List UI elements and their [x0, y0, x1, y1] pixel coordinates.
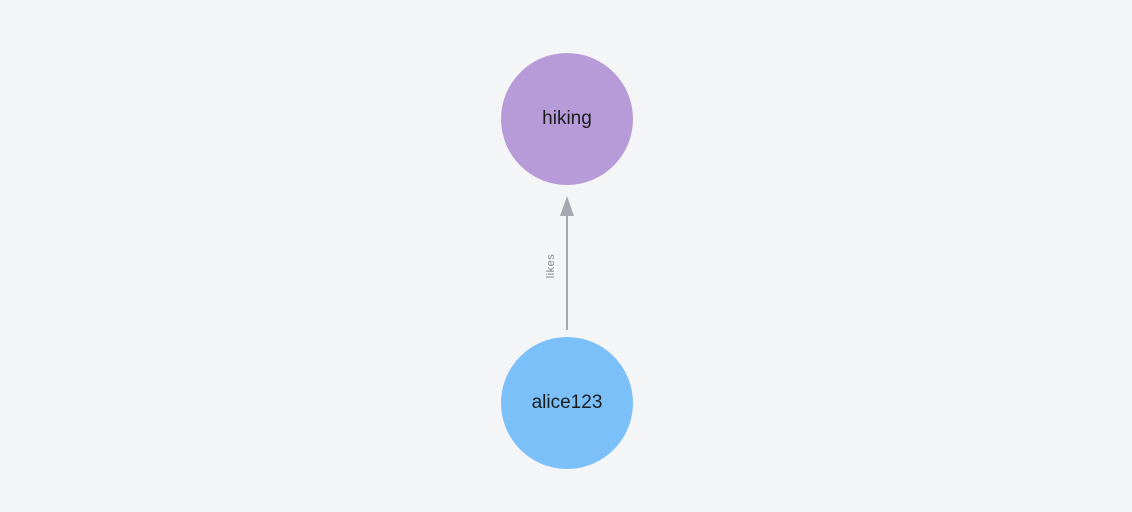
node-hiking[interactable]: hiking [501, 53, 633, 185]
node-alice123-label: alice123 [531, 392, 603, 413]
edge-likes-label: likes [545, 253, 557, 279]
edge-likes-arrowhead-icon [560, 196, 574, 216]
node-hiking-label: hiking [542, 108, 592, 129]
node-alice123[interactable]: alice123 [501, 337, 633, 469]
